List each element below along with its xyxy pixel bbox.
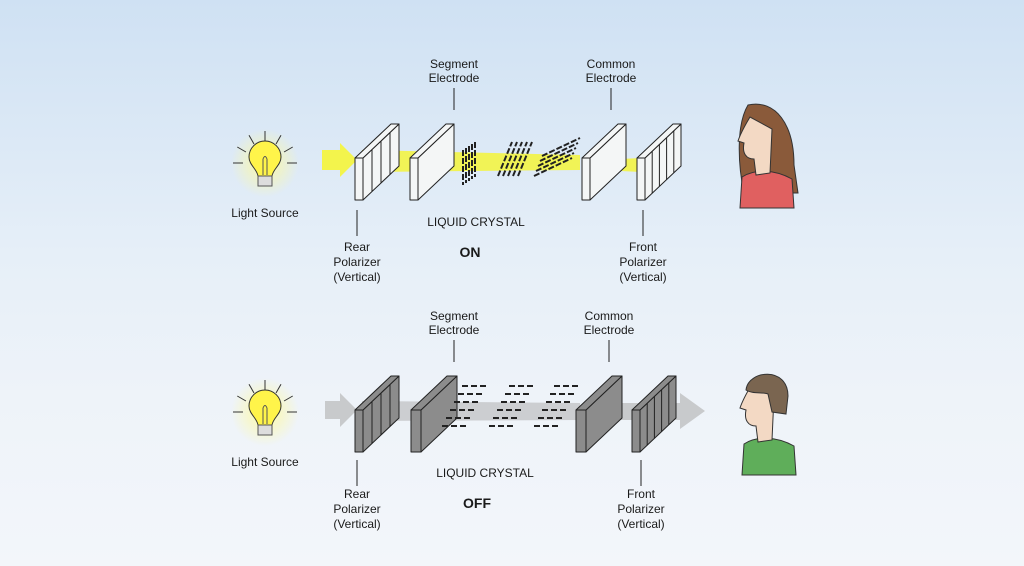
panel-on: Light Source Segment Electrode Common El…	[231, 57, 799, 284]
liquid-crystal-molecule	[512, 141, 528, 177]
rear-polarizer	[354, 375, 400, 453]
rear-polarizer-label: Rear	[344, 240, 370, 254]
common-electrode-edge	[575, 409, 587, 453]
viewer-person	[739, 373, 797, 476]
viewer-person	[737, 103, 799, 209]
rear-polarizer-label: Polarizer	[333, 255, 380, 269]
state-label: OFF	[463, 495, 491, 511]
segment-electrode-label: Electrode	[429, 71, 480, 85]
rear-polarizer-label: Rear	[344, 487, 370, 501]
liquid-crystal-label: LIQUID CRYSTAL	[427, 215, 525, 229]
front-polarizer-label: (Vertical)	[619, 270, 666, 284]
front-polarizer-label: Front	[629, 240, 658, 254]
bulb-ray	[248, 135, 255, 145]
hair	[745, 373, 789, 415]
liquid-crystal-molecule	[541, 137, 581, 157]
bulb-filament	[262, 405, 268, 424]
common-electrode-label: Common	[585, 309, 634, 323]
common-electrode	[575, 375, 623, 453]
bulb-base	[257, 175, 273, 187]
segment-electrode	[410, 375, 458, 453]
common-electrode-label: Common	[587, 57, 636, 71]
front-polarizer	[631, 375, 677, 453]
bulb-ray	[275, 384, 282, 394]
bulb-filament	[262, 156, 268, 175]
bulb-ray	[248, 384, 255, 394]
segment-electrode-label: Electrode	[429, 323, 480, 337]
rear-polarizer-label: Polarizer	[333, 502, 380, 516]
liquid-crystal-molecule	[535, 152, 575, 172]
rear-polarizer	[354, 123, 400, 201]
rear-polarizer-label: (Vertical)	[333, 517, 380, 531]
liquid-crystal-molecule	[539, 142, 579, 162]
front-polarizer-label: Polarizer	[619, 255, 666, 269]
common-electrode-label: Electrode	[586, 71, 637, 85]
liquid-crystal-label: LIQUID CRYSTAL	[436, 466, 534, 480]
panel-off: Light Source Segment Electrode Common El…	[231, 309, 797, 531]
liquid-crystal-molecule	[517, 141, 533, 177]
face	[737, 116, 773, 176]
bulb-ray	[283, 146, 293, 153]
common-electrode-edge	[581, 157, 591, 201]
rear-polarizer-edge	[354, 157, 364, 201]
light-beam-arrow	[322, 143, 357, 177]
common-electrode-label: Electrode	[584, 323, 635, 337]
front-polarizer-label: Polarizer	[617, 502, 664, 516]
segment-electrode-label: Segment	[430, 57, 479, 71]
segment-electrode	[409, 123, 455, 201]
bulb-ray	[283, 395, 293, 402]
shirt	[739, 170, 795, 209]
light-source-label: Light Source	[231, 206, 299, 220]
face	[739, 383, 775, 443]
segment-electrode-edge	[410, 409, 422, 453]
shirt	[741, 437, 797, 476]
front-polarizer-edge	[631, 409, 641, 453]
rear-polarizer-label: (Vertical)	[333, 270, 380, 284]
front-polarizer-label: (Vertical)	[617, 517, 664, 531]
bulb-ray	[275, 135, 282, 145]
common-electrode	[581, 123, 627, 201]
bulb-base	[257, 424, 273, 436]
liquid-crystal-molecule	[502, 141, 518, 177]
front-polarizer-edge	[636, 157, 646, 201]
liquid-crystal-molecule	[497, 141, 513, 177]
bulb-ray	[237, 395, 247, 402]
liquid-crystal-molecule	[537, 147, 577, 167]
segment-electrode-label: Segment	[430, 309, 479, 323]
rear-polarizer-edge	[354, 409, 364, 453]
light-beam-arrow	[325, 393, 357, 427]
front-polarizer	[636, 123, 682, 201]
bulb-icon	[248, 389, 282, 426]
state-label: ON	[460, 244, 481, 260]
bulb-ray	[237, 146, 247, 153]
bulb-icon	[248, 140, 282, 177]
front-polarizer-label: Front	[627, 487, 656, 501]
light-source-label: Light Source	[231, 455, 299, 469]
liquid-crystal-molecule	[507, 141, 523, 177]
segment-electrode-edge	[409, 157, 419, 201]
liquid-crystal-molecule	[533, 157, 573, 177]
